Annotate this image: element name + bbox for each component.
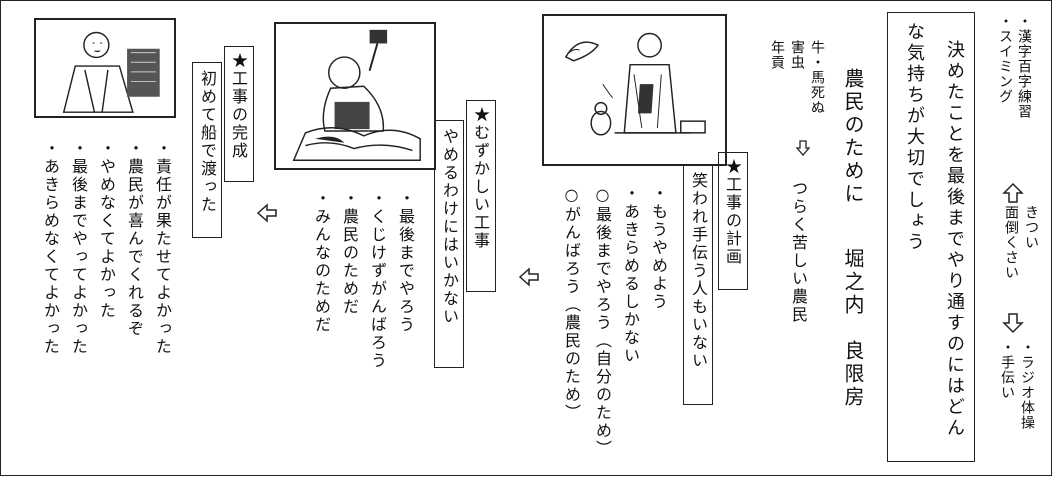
hard-subheading: やめるわけにはいかない bbox=[440, 128, 459, 326]
complete-subheading-box bbox=[192, 62, 222, 238]
hollow-left-arrow-icon bbox=[518, 266, 540, 288]
theme-line: な気持ちが大切でしょう bbox=[904, 22, 925, 253]
plan-item: ・もうやめよう bbox=[649, 185, 668, 311]
plan-heading-box bbox=[718, 152, 748, 290]
author-name: 堀之内 良限房 bbox=[841, 248, 865, 409]
complete-heading: ★工事の完成 bbox=[229, 52, 248, 160]
hard-item: ・みんなのためだ bbox=[312, 190, 331, 334]
plan-heading: ★工事の計画 bbox=[723, 158, 742, 266]
hard-item: ・最後までやろう bbox=[396, 190, 415, 334]
complete-subheading: 初めて船で渡った bbox=[198, 70, 217, 214]
theme-line: 決めたことを最後までやり通すのにはどん bbox=[944, 40, 965, 439]
hollow-up-arrow-icon bbox=[1002, 182, 1024, 204]
illustration-worker bbox=[274, 22, 436, 170]
mendou-label: 面倒くさい bbox=[1003, 205, 1019, 280]
complete-item: ・あきらめなくてよかった bbox=[41, 140, 60, 356]
down-arrow-icon bbox=[795, 140, 811, 156]
hard-subheading-box bbox=[434, 120, 464, 368]
problem-item: 牛・馬死ぬ bbox=[809, 40, 825, 115]
hollow-left-arrow-icon bbox=[256, 202, 278, 224]
problem-item: 害虫 bbox=[789, 40, 805, 70]
complete-item: ・農民が喜んでくれるぞ bbox=[125, 140, 144, 338]
complete-item: ・やめなくてよかった bbox=[97, 140, 116, 320]
illustration-farmer bbox=[542, 14, 727, 166]
activity-item: ・漢字百字練習 bbox=[1016, 14, 1032, 119]
illustration-seated-person bbox=[34, 18, 176, 118]
right-activity-item: ・手伝い bbox=[999, 340, 1015, 400]
seated-person-illustration-drawing bbox=[62, 31, 160, 113]
hard-heading-box bbox=[466, 100, 496, 292]
farmer-illustration-drawing bbox=[564, 32, 706, 136]
right-activity-item: ・ラジオ体操 bbox=[1019, 340, 1035, 430]
page-title: 農民のために bbox=[841, 68, 865, 206]
hard-item: ・くじけずがんばろう bbox=[368, 190, 387, 370]
hard-heading: ★むずかしい工事 bbox=[471, 106, 490, 250]
theme-box bbox=[887, 12, 975, 462]
activity-item: ・スイミング bbox=[997, 14, 1013, 104]
plan-subheading-box bbox=[683, 165, 713, 405]
plan-item: ○がんばろう（農民のため） bbox=[562, 185, 581, 422]
plan-subheading: 笑われ手伝う人もいない bbox=[689, 172, 708, 370]
complete-item: ・最後までやってよかった bbox=[69, 140, 88, 356]
hollow-down-arrow-icon bbox=[1002, 312, 1024, 334]
hard-item: ・農民のためだ bbox=[340, 190, 359, 316]
result-text: つらく苦しい農民 bbox=[789, 180, 808, 324]
problem-item: 年貢 bbox=[769, 40, 785, 70]
plan-item: ・あきらめるしかない bbox=[621, 185, 640, 365]
kitsui-label: きつい bbox=[1023, 205, 1039, 250]
plan-item: ○最後までやろう（自分のため） bbox=[593, 185, 612, 458]
worker-illustration-drawing bbox=[292, 29, 421, 161]
complete-item: ・責任が果たせてよかった bbox=[153, 140, 172, 356]
complete-heading-box bbox=[224, 46, 254, 182]
